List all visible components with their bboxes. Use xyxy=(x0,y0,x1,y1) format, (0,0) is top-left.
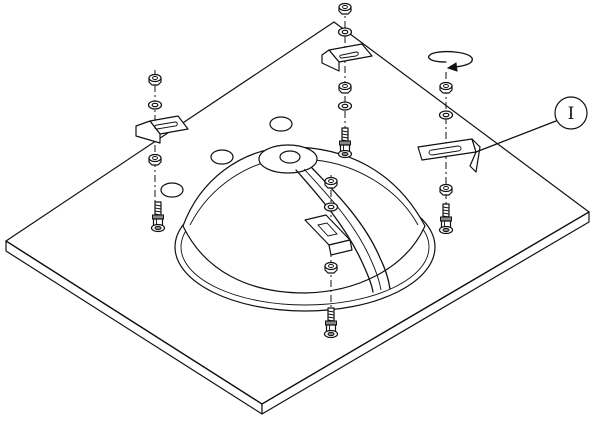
nut-icon xyxy=(148,153,162,166)
washer-icon xyxy=(337,27,353,37)
fastener-stack-top xyxy=(321,2,373,159)
nut-icon xyxy=(338,81,352,94)
nut-icon xyxy=(148,73,162,86)
washer-icon xyxy=(337,101,353,111)
bracket-left xyxy=(135,115,189,144)
callout-label: I xyxy=(568,104,575,124)
nut-icon xyxy=(439,183,453,196)
rotation-arrow-icon xyxy=(428,51,473,72)
washer-icon xyxy=(323,202,339,212)
nut-icon xyxy=(324,176,338,189)
plate-hole xyxy=(269,116,293,132)
washer-icon xyxy=(438,110,454,120)
nut-icon xyxy=(338,2,352,15)
fastener-stack-left xyxy=(135,73,189,233)
bracket-top xyxy=(321,43,373,72)
nut-icon xyxy=(439,81,453,94)
washer-icon xyxy=(147,100,163,110)
fastener-stack-center xyxy=(304,176,353,339)
nut-icon xyxy=(324,261,338,274)
dome-basin xyxy=(174,144,436,312)
plate-hole xyxy=(160,182,184,198)
bracket-center xyxy=(304,214,353,256)
plate-hole xyxy=(210,149,234,165)
callout-i: I xyxy=(475,96,588,153)
mounting-holes xyxy=(160,116,293,198)
